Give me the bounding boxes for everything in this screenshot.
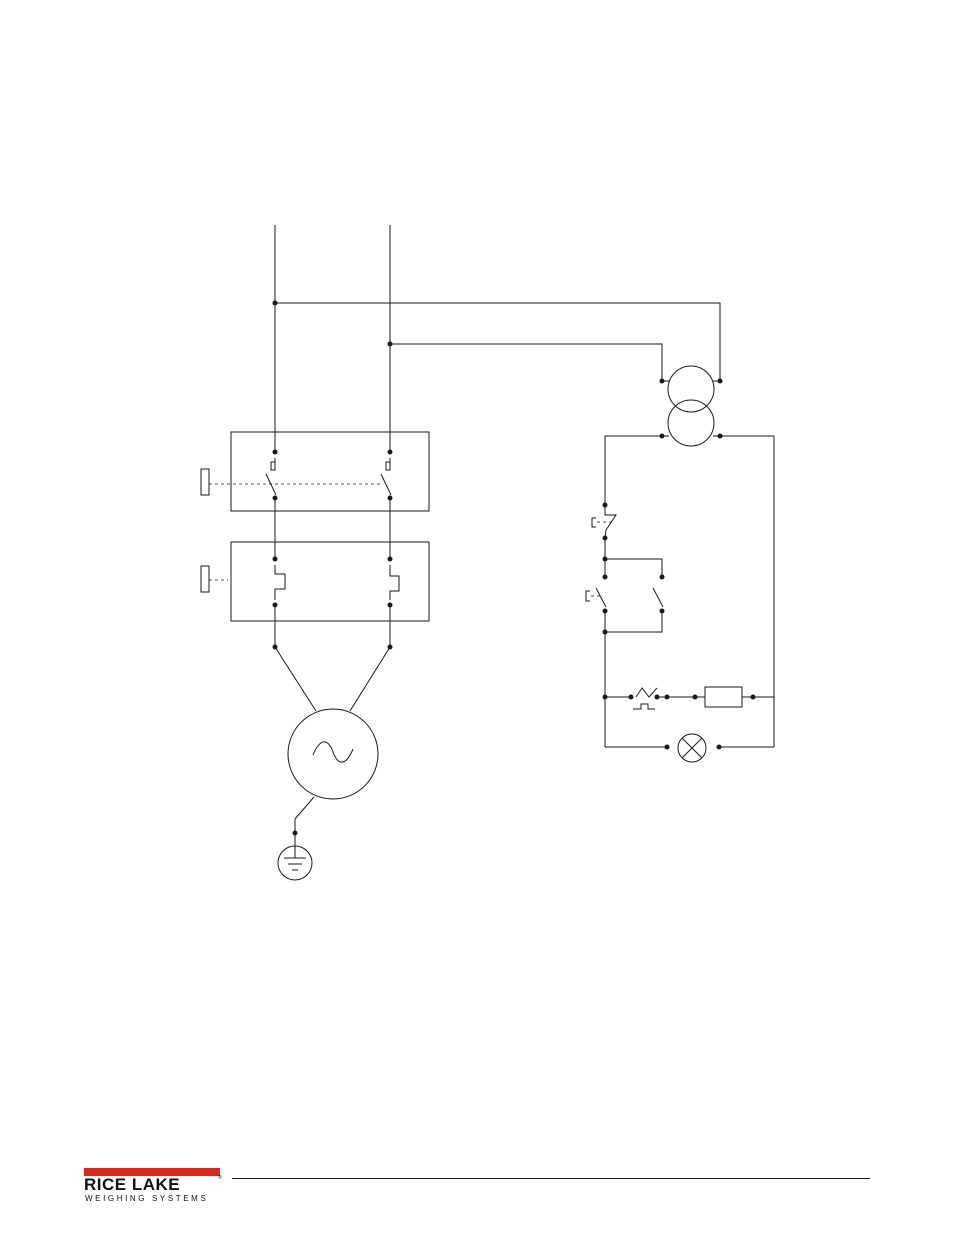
thermal-element-icon [633, 704, 655, 709]
ground-earth [278, 797, 314, 880]
circuit-breaker [201, 432, 429, 511]
breaker-actuator [201, 469, 209, 495]
start-pushbutton-no [586, 557, 608, 635]
thermal-overload [201, 542, 429, 621]
brand-logo-tagline: WEIGHING SYSTEMS [85, 1194, 208, 1203]
stop-pushbutton-nc [592, 503, 616, 541]
overload-contact-nc [603, 688, 706, 709]
motor-ac [273, 645, 393, 800]
footer-divider [232, 1178, 870, 1179]
registered-mark: ® [218, 1175, 222, 1181]
ac-sine-icon [313, 742, 353, 762]
indicator-lamp [665, 734, 722, 762]
holding-contact-no [605, 559, 665, 632]
overload-actuator [201, 566, 209, 592]
brand-logo-name: RICE LAKE [84, 1176, 180, 1193]
transformer-feed-wires [273, 301, 721, 382]
page-footer: RICE LAKE ® WEIGHING SYSTEMS [0, 1162, 954, 1212]
control-transformer [660, 366, 723, 446]
contactor-coil [693, 687, 775, 707]
control-circuit-wiring [605, 436, 774, 747]
